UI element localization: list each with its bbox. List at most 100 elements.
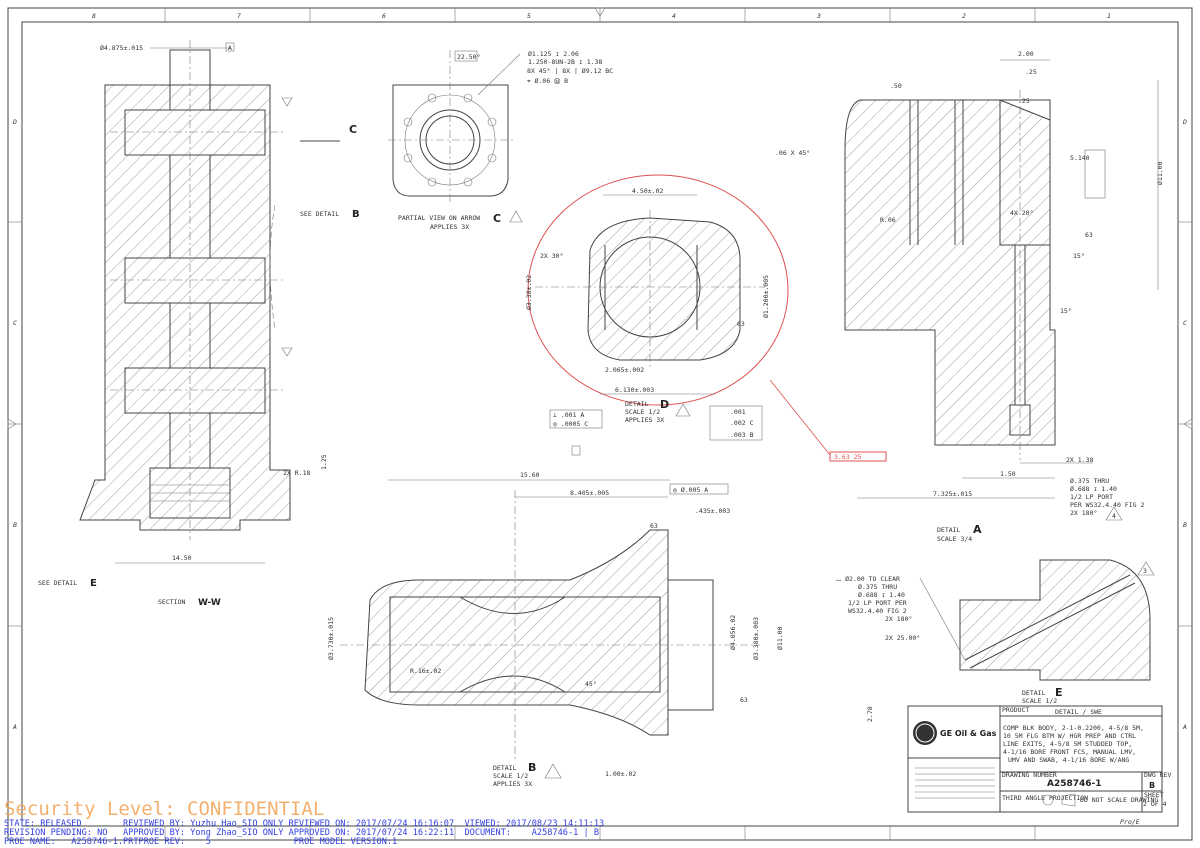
dim-label: 2X 1.38 [1066,456,1093,464]
view-letter: W-W [198,598,221,608]
markup-tag[interactable] [829,451,887,462]
fcf-line: ◎ .0005 C [553,420,588,428]
dim-label: 5.140 [1070,154,1090,162]
note-line: Ø.375 THRU [858,583,897,591]
status-line-1: STATE: RELEASED REVIEWED BY: Yuzhu Hao_S… [4,819,605,829]
callout-line: 1.250-8UN-2B ↧ 1.38 [528,58,602,66]
description-line: LINE EXITS, 4-5/8 5M STUDDED TOP, [1003,740,1132,748]
dim-label: Ø4.056.02 [729,615,737,650]
view-letter: A [973,523,982,536]
dim-label: R.06 [880,216,896,224]
fcf-line: .001 [730,408,746,416]
dim-label: 4.50±.02 [632,187,663,195]
column-label: 8 [92,12,96,20]
note-line: WS32.4.40 FIG 2 [848,607,907,615]
dim-label: 1.25 [320,454,328,470]
description-line: COMP BLK BODY, 2-1-0.2200, 4-5/8 5M, [1003,724,1144,732]
view-letter: C [493,212,501,225]
dim-label: .25 [1025,68,1037,76]
dim-label: 1.50 [1000,470,1016,478]
view-title: DETAIL [1022,689,1046,697]
row-label: D [1182,118,1187,126]
dim-label: .435±.003 [695,507,730,515]
view-title: SECTION [158,598,185,606]
scale-label: SCALE 3/4 [937,535,972,543]
section-ww-view: Ø4.875±.015 A 2X R.18 14.50 1.25 SEE DET… [38,40,360,608]
fcf-line: ◎ Ø.005 A [673,486,708,494]
view-title: PARTIAL VIEW ON ARROW [398,214,480,222]
row-label: B [13,521,17,529]
dim-label: .25 [1018,97,1030,105]
detail-letter: E [90,578,97,589]
description-line: UMV AND SWAB, 4-1/16 BORE W/ANG [1008,756,1129,764]
scale-label: SCALE 1/2 [625,408,660,416]
dim-label: Ø3.38±.02 [525,275,533,310]
partial-view-c: 22.50° Ø1.125 ↧ 2.06 1.250-8UN-2B ↧ 1.38… [300,50,613,231]
row-label: C [1183,319,1187,327]
column-label: 5 [527,12,531,20]
row-label: D [12,118,17,126]
dim-label: 14.50 [172,554,192,562]
dim-label: Ø11.00 [1156,161,1164,185]
flag-label: 4 [1112,512,1116,520]
note-line: Ø.688 ↧ 1.40 [858,591,905,599]
description-line: 10 5M FLG BTM W/ HGR PREP AND CTRL [1003,732,1136,740]
field-label: PRODUCT [1002,706,1029,714]
column-label: 1 [1107,12,1111,20]
detail-d-view: 4.50±.02 2X 30° Ø3.38±.02 Ø1.200±.005 6.… [525,174,887,462]
dim-label: 6.130±.003 [615,386,654,394]
column-label: 3 [816,12,821,20]
field-label: SHEET [1144,791,1164,799]
finish-label: 63 [737,320,745,328]
product-text: DETAIL / SWE [1055,708,1102,716]
note-line: Ø.688 ↧ 1.40 [1070,485,1117,493]
note-line: PER WS32.4.40 FIG 2 [1070,501,1144,509]
projection-label: THIRD ANGLE PROJECTION [1002,794,1088,802]
fcf-line: ⊥ .001 A [553,411,584,419]
callout-line: Ø1.125 ↧ 2.06 [528,50,579,58]
title-block: GE Oil & Gas PRODUCT DETAIL / SWE COMP B… [907,705,1171,826]
dim-label: Ø1.200±.005 [762,275,770,318]
applies-label: APPLIES 3X [625,416,664,424]
angle-label: 45° [585,680,597,688]
dim-label: 4X 20° [1010,209,1033,217]
note-line: ⌴ Ø2.00 TO CLEAR [836,575,900,583]
dim-label: 8.405±.005 [570,489,609,497]
security-watermark: Security Level: CONFIDENTIAL [4,798,325,820]
view-letter: D [660,398,669,411]
dim-label: Ø4.875±.015 [100,44,143,52]
row-label: A [1182,723,1187,731]
detail-e-view: 3 ⌴ Ø2.00 TO CLEAR Ø.375 THRU Ø.688 ↧ 1.… [836,559,1155,722]
dim-label: 2.065±.002 [605,366,644,374]
view-letter: B [528,761,536,774]
note-line: 1/2 LP PORT PER [848,599,907,607]
cad-label: Pro/E [1120,818,1140,826]
callout-line: 8X 45° | 8X | Ø9.12 BC [527,67,613,75]
view-arrow-label: C [349,123,357,136]
note-line: 1/2 LP PORT [1070,493,1113,501]
dim-label: .50 [890,82,902,90]
angle-label: 15° [1060,307,1072,315]
row-label: C [13,319,17,327]
detail-letter: B [352,209,360,220]
dim-label: 2.00 [1018,50,1034,58]
flag-label: 3 [1143,567,1147,575]
column-label: 7 [237,12,241,20]
finish-label: 63 [1085,231,1093,239]
markup-tag-text: 3.63 25 [834,453,861,461]
datum-label: A [228,44,232,52]
angle-label: 22.50° [457,53,480,61]
row-label: A [12,723,17,731]
note-line: Ø.375 THRU [1070,477,1109,485]
scale-label: SCALE 1/2 [1022,697,1057,705]
description-line: 4-1/16 BORE FRONT FCS, MANUAL LMV, [1003,748,1136,756]
company-logo-text: GE Oil & Gas [940,729,997,738]
revision: B [1149,781,1155,790]
view-title: DETAIL [937,526,961,534]
do-not-scale-label: DO NOT SCALE DRAWING [1080,796,1158,804]
note-line: 2X 180° [1070,509,1097,517]
angle-label: 15° [1073,252,1085,260]
dim-label: R.16±.02 [410,667,441,675]
